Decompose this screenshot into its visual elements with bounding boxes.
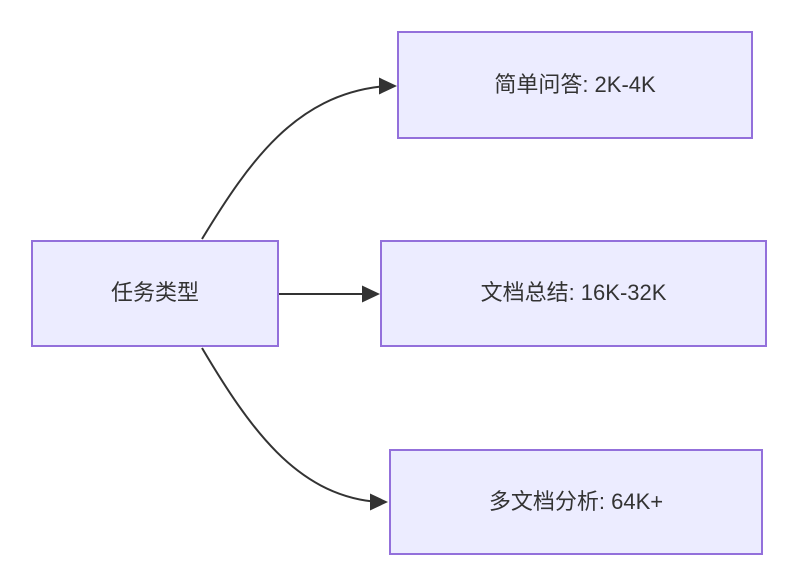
node-multi-doc-analysis: 多文档分析: 64K+ xyxy=(389,449,763,555)
node-multi-doc-analysis-label: 多文档分析: 64K+ xyxy=(488,488,664,514)
arrowhead-icon xyxy=(379,77,397,95)
arrowhead-icon xyxy=(362,285,380,303)
edge-root-to-doc-summary xyxy=(279,285,380,303)
node-doc-summary: 文档总结: 16K-32K xyxy=(380,240,767,347)
node-task-type: 任务类型 xyxy=(31,240,279,347)
node-simple-qa-label: 简单问答: 2K-4K xyxy=(494,71,656,97)
edge-root-to-simple-qa xyxy=(201,77,397,240)
edge-root-to-multi-doc xyxy=(201,347,388,511)
node-simple-qa: 简单问答: 2K-4K xyxy=(397,31,753,139)
node-task-type-label: 任务类型 xyxy=(110,280,199,306)
arrowhead-icon xyxy=(370,493,388,511)
node-doc-summary-label: 文档总结: 16K-32K xyxy=(480,280,667,306)
